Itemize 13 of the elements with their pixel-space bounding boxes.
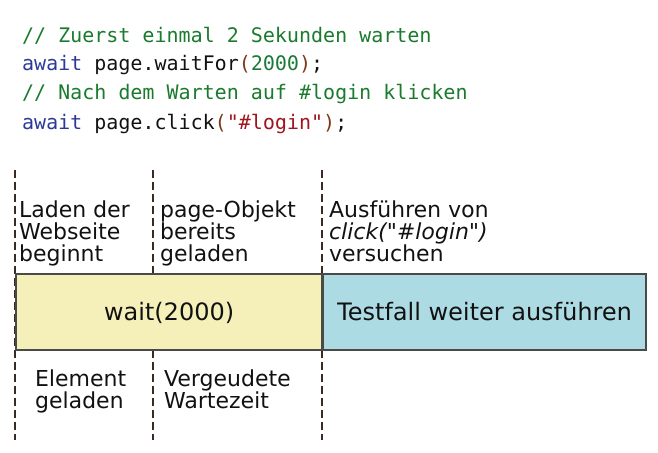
phase-bar [322, 273, 647, 351]
code-line: await page.waitFor(2000); [22, 51, 324, 75]
interval-label: Vergeudete Wartezeit [164, 369, 292, 413]
event-label: Ausführen von click("#login") versuchen [329, 200, 490, 266]
phase-label: wait(2000) [104, 298, 234, 326]
code-comment: // Zuerst einmal 2 Sekunden warten [22, 23, 432, 47]
phase-bar [15, 273, 323, 351]
phase-label: Testfall weiter ausführen [337, 298, 632, 326]
code-line: await page.click("#login"); [22, 110, 348, 134]
code-comment: // Nach dem Warten auf #login klicken [22, 80, 468, 104]
event-label: page-Objekt bereits geladen [160, 200, 297, 266]
interval-label: Element geladen [35, 369, 128, 413]
event-label: Laden der Webseite beginnt [19, 200, 131, 266]
